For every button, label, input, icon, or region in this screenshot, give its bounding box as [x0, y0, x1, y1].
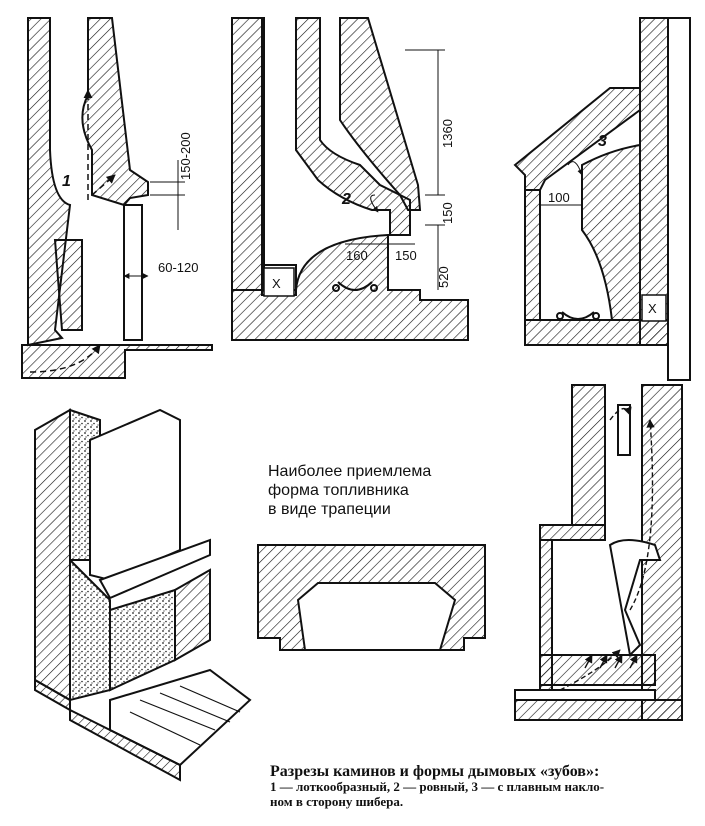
fig1-number: 1: [62, 173, 71, 190]
fig2-dim-opening: 520: [436, 266, 451, 288]
fig2-grate: [332, 281, 378, 292]
fig1-dim-width: 60-120: [158, 260, 198, 275]
fig2-number: 2: [341, 191, 351, 208]
isometric-fireplace: [34, 408, 252, 782]
fig3-grate: [556, 311, 600, 320]
fig3-number: 3: [598, 133, 607, 150]
fig2-dim-right: 150: [395, 248, 417, 263]
section-figure-2: [231, 17, 469, 341]
fig2-dim-tooth: 150: [440, 202, 455, 224]
trapezoid-note-line3: в виде трапеции: [268, 501, 391, 518]
fig3-dim-tooth: 100: [548, 190, 570, 205]
caption-body-line2: ном в сторону шибера.: [270, 794, 404, 809]
caption-body-line1: 1 — лоткообразный, 2 — ровный, 3 — с пла…: [270, 779, 605, 794]
trapezoid-note: Наиболее приемлема форма топливника в ви…: [268, 462, 498, 519]
side-section-figure: [514, 384, 683, 721]
figure-caption: Разрезы каминов и формы дымовых «зубов»:…: [270, 763, 700, 810]
trapezoid-note-line1: Наиболее приемлема: [268, 463, 432, 480]
section-figure-1: [21, 17, 213, 379]
fig2-dims: [345, 49, 445, 290]
side-section-flow: [559, 406, 655, 691]
fig1-dim-gap: 150-200: [178, 132, 193, 180]
fig3-flue-box: X: [641, 294, 667, 322]
caption-title: Разрезы каминов и формы дымовых «зубов»:: [270, 763, 600, 780]
fig1-dims: [123, 160, 185, 279]
fig2-dim-left: 160: [346, 248, 368, 263]
svg-text:X: X: [648, 301, 657, 316]
section-figure-3: [513, 17, 691, 381]
fig1-flow: [29, 89, 116, 373]
side-section-grate-arrows: [584, 654, 638, 669]
trapezoid-firebox-plan: [257, 544, 486, 651]
fig2-flue-box: X: [263, 267, 295, 297]
fig3-dims: [540, 161, 584, 206]
trapezoid-note-line2: форма топливника: [268, 482, 409, 499]
fig2-dim-height: 1360: [440, 119, 455, 148]
svg-text:X: X: [272, 276, 281, 291]
